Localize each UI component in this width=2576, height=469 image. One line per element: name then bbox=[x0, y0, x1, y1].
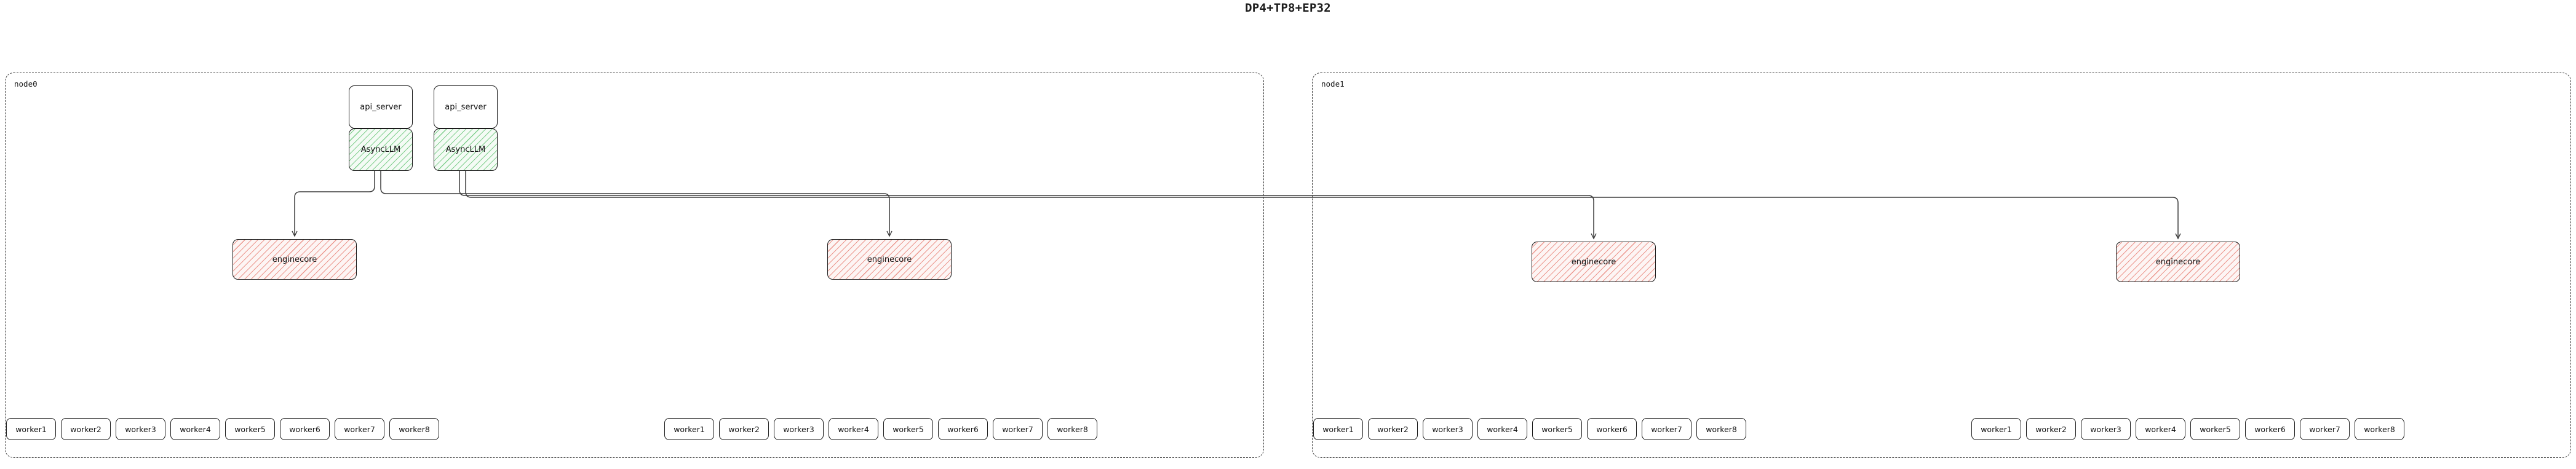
node0-workers-b-worker2[interactable]: worker2 bbox=[719, 418, 769, 440]
node1-workers-a-worker7-label: worker7 bbox=[1651, 424, 1682, 434]
node0-workers-b-worker5[interactable]: worker5 bbox=[883, 418, 933, 440]
node0-asyncllm-0[interactable]: AsyncLLM bbox=[349, 128, 413, 171]
node1-workers-a-worker8-label: worker8 bbox=[1706, 424, 1737, 434]
node1-workers-a-worker5-label: worker5 bbox=[1541, 424, 1573, 434]
node0-enginecore-1-label: enginecore bbox=[867, 254, 912, 264]
node1-workers-b-worker4[interactable]: worker4 bbox=[2136, 418, 2185, 440]
node1-workers-a-worker7[interactable]: worker7 bbox=[1642, 418, 1691, 440]
node0-api-server-0[interactable]: api_server bbox=[349, 85, 413, 128]
node0-enginecore-1[interactable]: enginecore bbox=[827, 239, 952, 280]
node-cluster-node0: node0 bbox=[5, 73, 1264, 458]
node0-workers-a-worker6-label: worker6 bbox=[289, 424, 320, 434]
node-label-node0: node0 bbox=[14, 79, 38, 89]
node1-workers-a-worker8[interactable]: worker8 bbox=[1696, 418, 1746, 440]
node1-workers-a-worker2-label: worker2 bbox=[1377, 424, 1409, 434]
node0-workers-b-worker6-label: worker6 bbox=[947, 424, 979, 434]
node1-workers-a-worker5[interactable]: worker5 bbox=[1532, 418, 1582, 440]
node0-workers-b-worker3-label: worker3 bbox=[783, 424, 814, 434]
node0-workers-a-worker5-label: worker5 bbox=[234, 424, 266, 434]
node1-workers-a-worker6-label: worker6 bbox=[1596, 424, 1628, 434]
node0-workers-a-worker8[interactable]: worker8 bbox=[389, 418, 439, 440]
node1-workers-a-worker3[interactable]: worker3 bbox=[1423, 418, 1473, 440]
node0-workers-a-worker4[interactable]: worker4 bbox=[170, 418, 220, 440]
node0-workers-a-worker3-label: worker3 bbox=[125, 424, 156, 434]
node1-workers-a-worker1-label: worker1 bbox=[1322, 424, 1354, 434]
node0-workers-b-worker2-label: worker2 bbox=[728, 424, 760, 434]
node0-workers-a-worker1[interactable]: worker1 bbox=[6, 418, 56, 440]
node1-workers-b-worker7-label: worker7 bbox=[2309, 424, 2340, 434]
node1-workers-b-worker6-label: worker6 bbox=[2254, 424, 2286, 434]
node1-workers-b-worker1-label: worker1 bbox=[1981, 424, 2012, 434]
node1-workers-b-worker2-label: worker2 bbox=[2035, 424, 2067, 434]
node1-workers-b-worker8[interactable]: worker8 bbox=[2355, 418, 2404, 440]
node0-workers-b-worker7[interactable]: worker7 bbox=[993, 418, 1043, 440]
node0-enginecore-0-label: enginecore bbox=[272, 254, 317, 264]
node0-workers-b-worker5-label: worker5 bbox=[892, 424, 924, 434]
node0-workers-b-worker1-label: worker1 bbox=[674, 424, 705, 434]
node1-workers-a-worker6[interactable]: worker6 bbox=[1587, 418, 1637, 440]
node-cluster-node1: node1 bbox=[1312, 73, 2571, 458]
node1-enginecore-0[interactable]: enginecore bbox=[1532, 242, 1656, 282]
node0-workers-a-worker2[interactable]: worker2 bbox=[61, 418, 111, 440]
node1-workers-b-worker2[interactable]: worker2 bbox=[2026, 418, 2076, 440]
node0-api-server-0-label: api_server bbox=[360, 102, 402, 112]
node1-workers-a-worker4-label: worker4 bbox=[1487, 424, 1518, 434]
node0-workers-b-worker1[interactable]: worker1 bbox=[664, 418, 714, 440]
node0-api-server-1-label: api_server bbox=[445, 102, 487, 112]
node0-api-server-1[interactable]: api_server bbox=[434, 85, 498, 128]
node0-asyncllm-0-label: AsyncLLM bbox=[360, 145, 401, 154]
node1-workers-b-worker8-label: worker8 bbox=[2364, 424, 2395, 434]
node0-workers-a-worker5[interactable]: worker5 bbox=[225, 418, 275, 440]
node1-workers-b-worker3-label: worker3 bbox=[2090, 424, 2121, 434]
node1-enginecore-1[interactable]: enginecore bbox=[2116, 242, 2240, 282]
node0-asyncllm-1[interactable]: AsyncLLM bbox=[434, 128, 498, 171]
node0-workers-a-worker7-label: worker7 bbox=[344, 424, 375, 434]
node1-workers-b-worker6[interactable]: worker6 bbox=[2245, 418, 2295, 440]
node0-asyncllm-1-label: AsyncLLM bbox=[445, 145, 486, 154]
node1-workers-b-worker4-label: worker4 bbox=[2145, 424, 2176, 434]
node0-enginecore-0[interactable]: enginecore bbox=[233, 239, 357, 280]
node0-workers-b-worker6[interactable]: worker6 bbox=[938, 418, 988, 440]
node1-workers-a-worker3-label: worker3 bbox=[1432, 424, 1463, 434]
page-title: DP4+TP8+EP32 bbox=[1245, 1, 1331, 15]
node0-workers-a-worker6[interactable]: worker6 bbox=[280, 418, 330, 440]
node0-workers-b-worker7-label: worker7 bbox=[1002, 424, 1033, 434]
node1-workers-b-worker7[interactable]: worker7 bbox=[2300, 418, 2350, 440]
node0-workers-a-worker1-label: worker1 bbox=[15, 424, 47, 434]
node1-workers-b-worker5-label: worker5 bbox=[2200, 424, 2231, 434]
node0-workers-b-worker4[interactable]: worker4 bbox=[829, 418, 878, 440]
node1-enginecore-0-label: enginecore bbox=[1571, 257, 1616, 267]
node0-workers-a-worker3[interactable]: worker3 bbox=[116, 418, 165, 440]
node1-workers-a-worker1[interactable]: worker1 bbox=[1313, 418, 1363, 440]
node1-workers-b-worker1[interactable]: worker1 bbox=[1971, 418, 2021, 440]
node0-workers-a-worker4-label: worker4 bbox=[180, 424, 211, 434]
node1-enginecore-1-label: enginecore bbox=[2155, 257, 2201, 267]
node0-workers-a-worker7[interactable]: worker7 bbox=[335, 418, 384, 440]
node1-workers-b-worker3[interactable]: worker3 bbox=[2081, 418, 2131, 440]
node0-workers-b-worker8-label: worker8 bbox=[1057, 424, 1088, 434]
node1-workers-a-worker2[interactable]: worker2 bbox=[1368, 418, 1418, 440]
node0-workers-b-worker4-label: worker4 bbox=[838, 424, 869, 434]
node-label-node1: node1 bbox=[1321, 79, 1345, 89]
node0-workers-b-worker8[interactable]: worker8 bbox=[1047, 418, 1097, 440]
node1-workers-b-worker5[interactable]: worker5 bbox=[2190, 418, 2240, 440]
node0-workers-b-worker3[interactable]: worker3 bbox=[774, 418, 824, 440]
node0-workers-a-worker2-label: worker2 bbox=[70, 424, 101, 434]
node1-workers-a-worker4[interactable]: worker4 bbox=[1477, 418, 1527, 440]
node0-workers-a-worker8-label: worker8 bbox=[399, 424, 430, 434]
